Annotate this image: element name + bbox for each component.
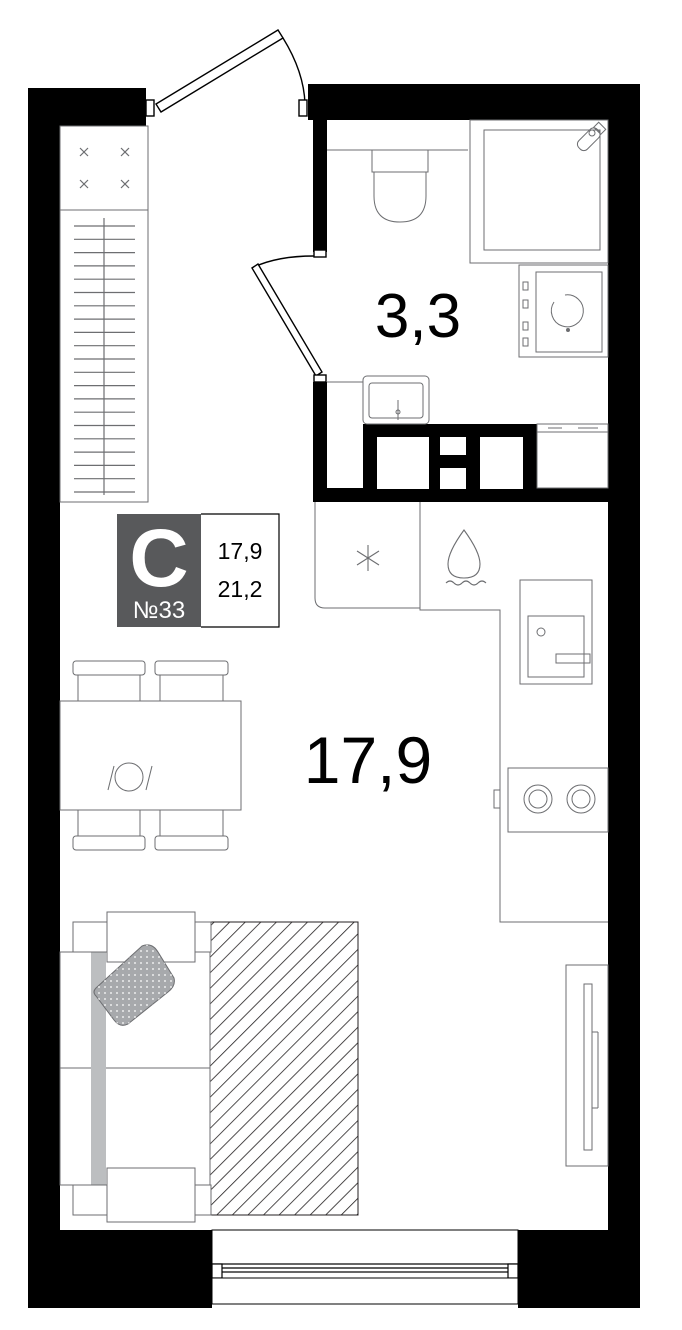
tv-stand [565,964,609,1167]
apartment-number: №33 [133,597,185,624]
hallway-wardrobe [59,125,149,503]
apartment-type-letter: С [129,513,188,604]
pillow-icon [93,944,175,1026]
fridge-snowflake-icon [356,545,380,571]
washing-machine-icon [518,264,609,358]
dining-chairs [72,660,229,851]
wardrobe-hangers [74,218,135,495]
badge-total-area: 21,2 [218,576,263,602]
badge-outline [201,513,280,628]
badge-box [117,514,201,627]
oven-icon [519,579,593,685]
wardrobe-hooks [79,147,130,189]
bathroom-door[interactable] [251,249,327,383]
washbasin-icon [327,375,430,425]
badge-living-area: 17,9 [218,538,263,564]
shower-icon [469,119,609,264]
rug [209,921,359,1216]
living-area-label: 17,9 [304,723,432,797]
water-drop-icon [445,529,487,586]
window [211,1229,519,1305]
apartment-badge: С №33 17,9 21,2 [117,513,280,628]
dining-table [59,700,242,811]
kitchen-counter [314,502,608,923]
bathroom-counter [536,423,609,489]
entrance-door[interactable] [145,29,308,117]
ventilation-shaft [377,437,523,489]
walls [28,84,640,1308]
bathroom-area-label: 3,3 [375,282,461,351]
toilet-icon [327,149,468,223]
cooktop-icon [493,767,609,833]
